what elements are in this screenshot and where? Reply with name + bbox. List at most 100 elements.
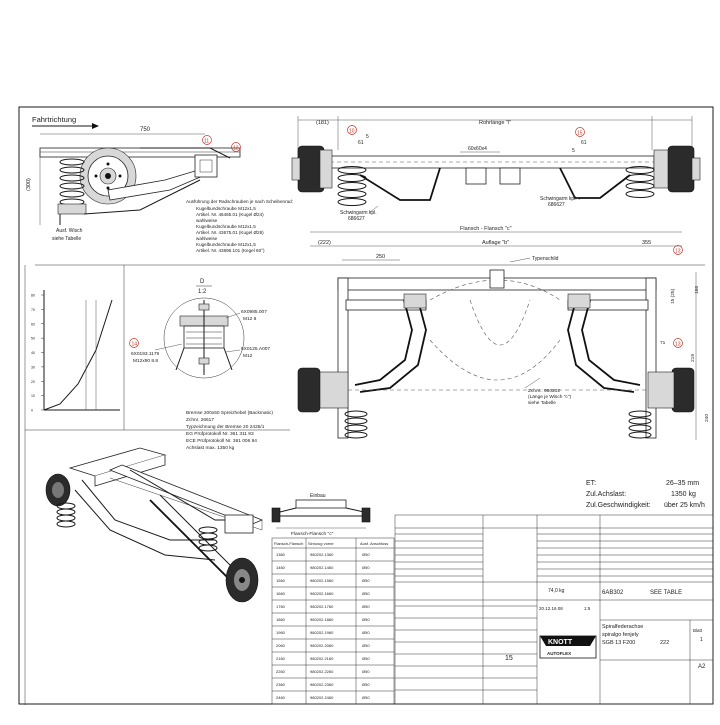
table-header-0: Flansch-Flansch	[274, 541, 303, 546]
table-cell: 1560	[276, 578, 286, 583]
graph-tick-label: 50	[31, 337, 35, 341]
table-cell: 980202.1460	[310, 565, 334, 570]
dim-355: 355	[642, 240, 651, 246]
flansch-flansch-top: Flansch - Flansch "c"	[460, 226, 512, 232]
svg-text:Kugelbundschraube M12x1,5: Kugelbundschraube M12x1,5	[196, 206, 256, 211]
bolt-2b: M12 8	[243, 316, 257, 322]
table-cell: 2260	[276, 669, 286, 674]
table-cell: 1960	[276, 630, 286, 635]
gewicht: 74,0 kg	[548, 588, 565, 594]
see-table: SEE TABLE	[650, 590, 682, 596]
table-cell: Ø50	[362, 617, 370, 622]
spec-achslast-value: 1350 kg	[671, 491, 696, 498]
graph-tick-label: 70	[31, 308, 35, 312]
graph-tick-label: 20	[31, 380, 35, 384]
label-fahrtrichtung: Fahrtrichtung	[32, 115, 76, 124]
table-cell: Ø50	[362, 656, 370, 661]
dim-5: 5	[366, 134, 369, 140]
svg-text:Artikel. Nr. 43675.01 (Kugel Ø: Artikel. Nr. 43675.01 (Kugel Ø28)	[196, 230, 264, 235]
table-cell: Ø50	[362, 630, 370, 635]
table-cell: Ø50	[362, 604, 370, 609]
graph-tick-label: 30	[31, 365, 35, 369]
bolt-2: 6X0985.007	[241, 309, 267, 315]
table-cell: 980202.1760	[310, 604, 334, 609]
circle-14: 14	[132, 342, 138, 348]
einbau-label: Einbau	[310, 493, 326, 499]
zchnr-1: Zchnr.: 980202	[528, 388, 560, 394]
brand-name: KNOTT	[548, 639, 573, 646]
front-view: (181) Rohrlänge "l" 60x60x4 61 5 5 61	[291, 116, 701, 233]
table-cell: 2160	[276, 656, 286, 661]
blatt-value: 1	[700, 637, 703, 643]
table-cell: 2360	[276, 682, 286, 687]
bolt-3: 6X0125.A007	[241, 346, 270, 352]
dim-300: (300)	[26, 178, 32, 191]
table-cell: 980202.2060	[310, 643, 334, 648]
label-siehe-tabelle: siehe Tabelle	[52, 236, 81, 242]
side-view: Fahrtrichtung 750 (300) Ausf. Wisch sieh…	[26, 115, 241, 242]
table-cell: 1860	[276, 617, 286, 622]
title-3: SGB 13 F200	[602, 640, 635, 646]
circle-13b: 13	[675, 342, 681, 348]
svg-text:wahlweise: wahlweise	[196, 236, 218, 241]
zchnr-2: (Länge je Wisch "c")	[528, 394, 572, 400]
table-cell: Ø50	[362, 578, 370, 583]
table-cell: 1760	[276, 604, 286, 609]
dim-15: 15 (25)	[670, 288, 676, 304]
format: A2	[698, 664, 706, 670]
spec-achslast-label: Zul.Achslast:	[586, 491, 626, 498]
svg-text:ECE Prüfprotokoll Nr. 361 006: ECE Prüfprotokoll Nr. 361 006 94	[186, 438, 257, 444]
table-cell: 1660	[276, 591, 286, 596]
dim-61-right: 61	[581, 140, 587, 146]
dim-71: 71	[660, 340, 666, 346]
table-row: 1960 980202.1960 Ø50	[276, 630, 370, 635]
dim-222: (222)	[318, 240, 331, 246]
spec-speed-value: über 25 km/h	[664, 502, 705, 509]
title-1: Spiralfederachse	[602, 624, 643, 630]
table-cell: Ø50	[362, 591, 370, 596]
table-cell: 1360	[276, 552, 286, 557]
table-cell: 980202.2260	[310, 669, 334, 674]
schwingarm-right: Schwingarm kpl.	[540, 196, 577, 202]
table-cell: Ø50	[362, 552, 370, 557]
date: 20.12.16.08	[539, 606, 563, 611]
isometric-view	[45, 447, 264, 603]
svg-text:Bremse 200x50 Spreizhebel (Bac: Bremse 200x50 Spreizhebel (Backmatic)	[186, 410, 273, 416]
table-cell: Ø50	[362, 695, 370, 700]
table-cell: 980202.1960	[310, 630, 334, 635]
zchnr-3: siehe Tabelle	[528, 400, 556, 406]
svg-text:Artikel. Nr. 43696.101 (Kegel: Artikel. Nr. 43696.101 (Kegel 60°)	[196, 248, 265, 253]
auflage-b: Auflage "b"	[482, 240, 509, 246]
dim-250: 250	[376, 254, 385, 260]
svg-text:wahlweise: wahlweise	[196, 218, 218, 223]
bolt-1: 6X0193.1179	[131, 351, 160, 357]
svg-text:Kugelbundschraube M12x1,5: Kugelbundschraube M12x1,5	[196, 224, 256, 229]
spec-et-label: ET:	[586, 480, 596, 487]
graph-tick-label: 60	[31, 322, 35, 326]
table-row: 1760 980202.1760 Ø50	[276, 604, 370, 609]
scale: 1:5	[584, 606, 591, 611]
table-cell: Ø50	[362, 682, 370, 687]
label-flansch-flansch-c: Flansch-Flansch "c"	[291, 531, 334, 537]
svg-text:Achslast max. 1350 kg: Achslast max. 1350 kg	[186, 445, 235, 451]
title-block: 6AB302 SEE TABLE Spiralfederachse spiral…	[394, 514, 714, 705]
dim-60x60: 60x60x4	[468, 146, 487, 152]
table-cell: Ø50	[362, 565, 370, 570]
table-cell: 980202.2160	[310, 656, 334, 661]
graph-tick-label: 80	[31, 294, 35, 298]
circle-15: 15	[577, 131, 583, 137]
graph-tick-label: 0	[31, 409, 33, 413]
bolt-1b: M12x90 8.8	[133, 358, 158, 364]
svg-text:Zchnr. 26617: Zchnr. 26617	[186, 417, 214, 423]
schwingarm-left: Schwingarm kpl.	[340, 210, 377, 216]
